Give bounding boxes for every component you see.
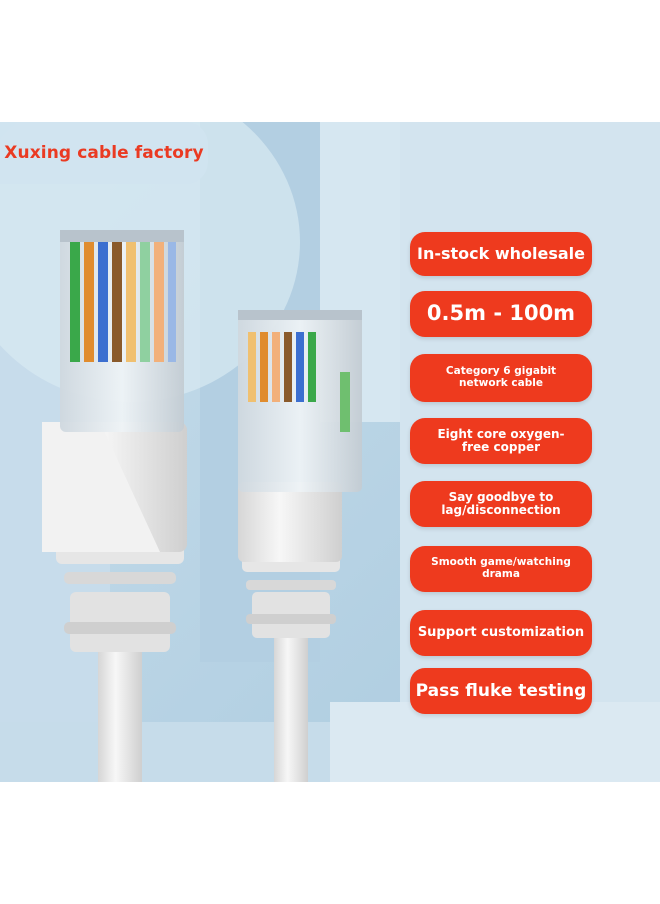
feature-label: Support customization [417, 624, 585, 640]
brand-badge: Xuxing cable factory [0, 122, 208, 184]
feature-label: Smooth game/watching drama [431, 556, 571, 580]
feature-category-6: Category 6 gigabit network cable [410, 354, 592, 402]
feature-label: In-stock wholesale [417, 244, 585, 264]
feature-label: Category 6 gigabit network cable [445, 365, 557, 389]
right-rj45-connector [238, 310, 362, 782]
feature-customization: Support customization [410, 610, 592, 656]
feature-label: Pass fluke testing [415, 680, 587, 701]
feature-eight-core-copper: Eight core oxygen-free copper [410, 418, 592, 464]
feature-length-range: 0.5m - 100m [410, 291, 592, 337]
feature-label: Eight core oxygen-free copper [437, 426, 565, 454]
feature-in-stock-wholesale: In-stock wholesale [410, 232, 592, 276]
feature-label: 0.5m - 100m [426, 301, 576, 326]
feature-fluke-testing: Pass fluke testing [410, 668, 592, 714]
brand-name: Xuxing cable factory [4, 143, 204, 163]
feature-label: Say goodbye to lag/disconnection [441, 489, 561, 517]
left-rj45-connector [42, 230, 187, 782]
feature-smooth-gaming: Smooth game/watching drama [410, 546, 592, 592]
feature-no-lag: Say goodbye to lag/disconnection [410, 481, 592, 527]
